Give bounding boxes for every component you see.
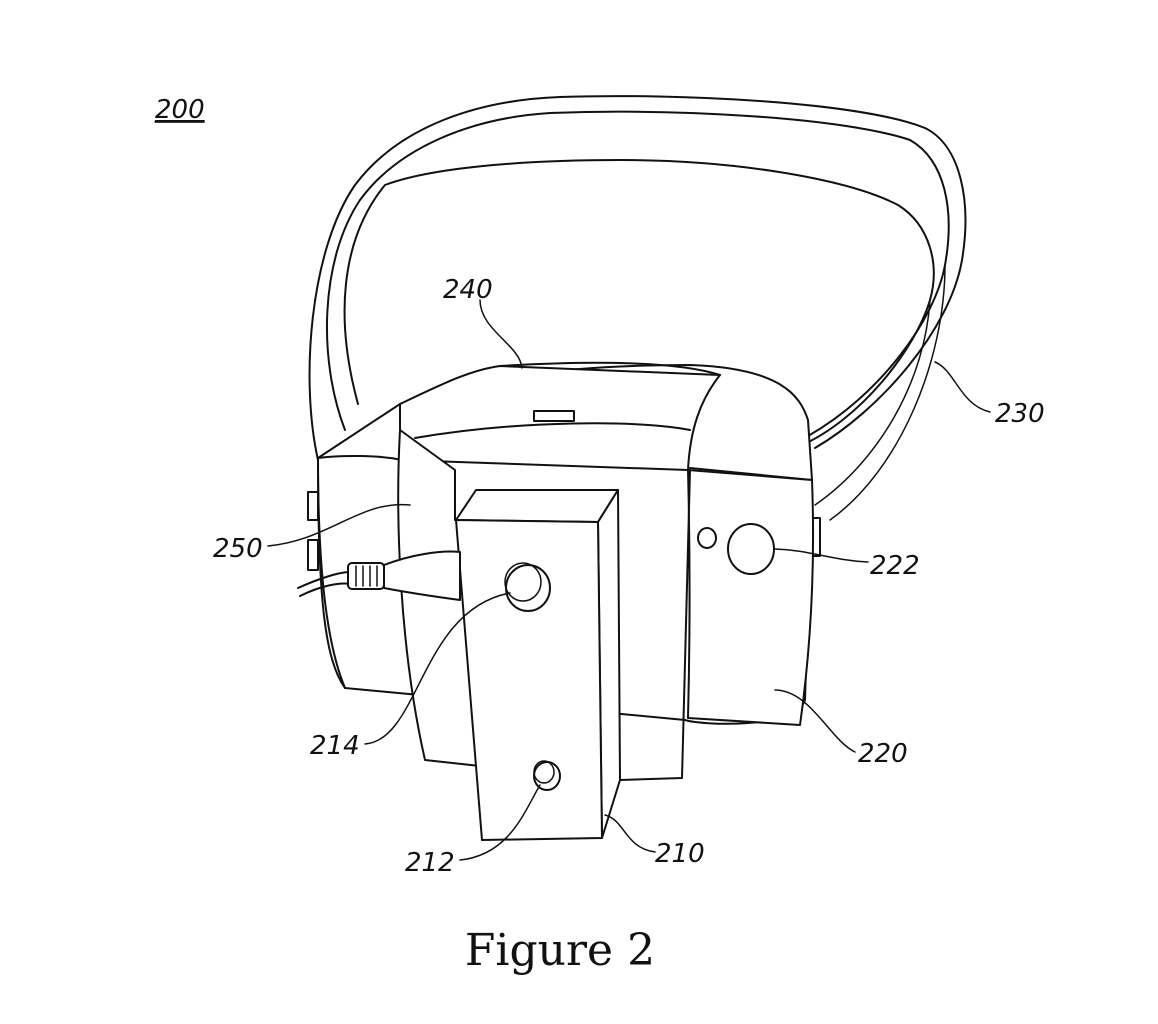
side-unit (687, 469, 815, 726)
figure-reference-number: 200 (155, 95, 205, 125)
label-front-lens-upper: 214 (310, 731, 360, 761)
front-unit (455, 469, 691, 841)
power-cable (297, 550, 461, 601)
leader-lines (267, 299, 991, 861)
label-camera-unit: 222 (870, 551, 920, 581)
label-front-unit: 210 (655, 839, 705, 869)
label-strap: 230 (995, 399, 1045, 429)
label-side-band: 250 (213, 534, 263, 564)
head-strap (308, 95, 967, 521)
label-top-band: 240 (443, 275, 493, 305)
label-side-unit: 220 (858, 739, 908, 769)
top-band (399, 361, 721, 471)
label-front-lens-lower: 212 (405, 848, 455, 878)
figure-caption: Figure 2 (464, 925, 656, 976)
